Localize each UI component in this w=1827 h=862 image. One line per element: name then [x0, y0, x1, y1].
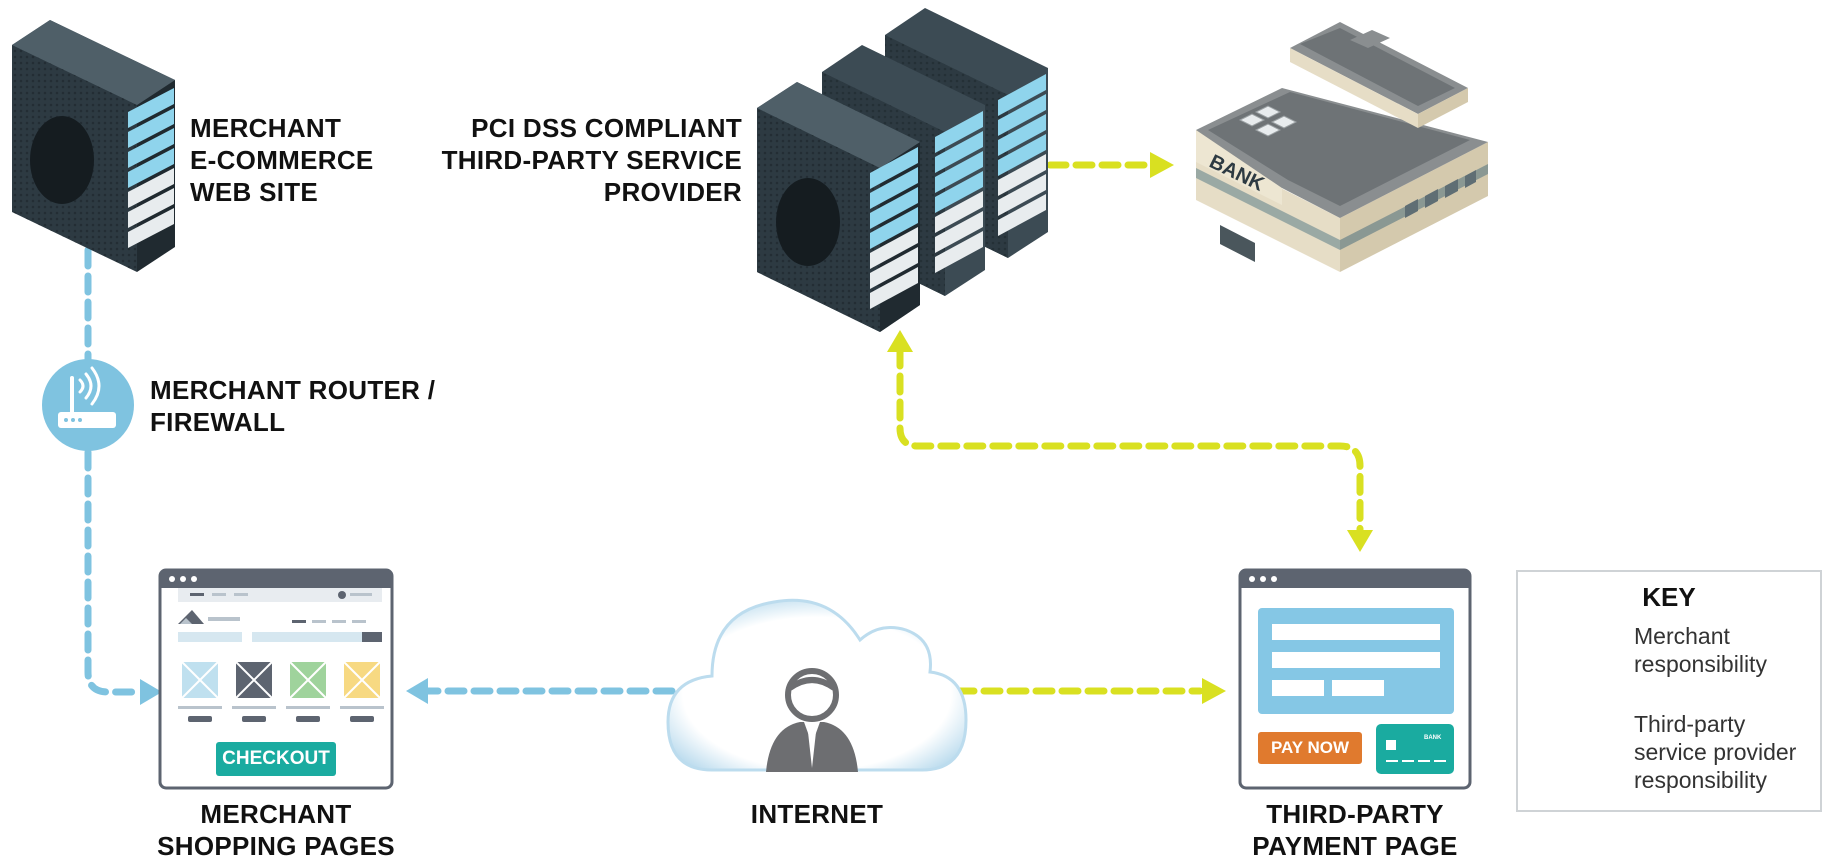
- router-icon: [42, 359, 134, 451]
- pay-now-button-label: PAY NOW: [1270, 738, 1350, 757]
- merchant-site-label-line2: E-COMMERCE: [190, 145, 374, 175]
- router-label: MERCHANT ROUTER / FIREWALL: [150, 374, 435, 438]
- legend-title: KEY: [1642, 582, 1696, 612]
- browser-window-icon: [158, 568, 394, 790]
- arrowhead-internet-to-payment: [1202, 678, 1226, 704]
- arrowhead-to-payment-page: [1347, 530, 1373, 552]
- cloud-icon: [666, 598, 968, 772]
- shopping-pages-label-line1: MERCHANT: [200, 799, 352, 829]
- legend-third-party-line2: service provider: [1634, 739, 1797, 765]
- person-icon: [766, 668, 858, 772]
- server-icon: [12, 20, 175, 272]
- tpsp-label-line2: THIRD-PARTY SERVICE: [441, 145, 742, 175]
- arrowhead-to-tpsp: [887, 330, 913, 352]
- pay-now-button[interactable]: PAY NOW: [1258, 732, 1362, 764]
- server-rack-icon: [757, 8, 1048, 332]
- tpsp-label-line3: PROVIDER: [603, 177, 742, 207]
- legend-third-party-line1: Third-party: [1634, 711, 1746, 737]
- arrowhead-to-shopping: [140, 679, 162, 705]
- payment-page-label-line1: THIRD-PARTY: [1266, 799, 1444, 829]
- legend-merchant-line1: Merchant: [1634, 623, 1730, 649]
- credit-card-icon: BANK: [1376, 724, 1454, 774]
- merchant-site-label-line1: MERCHANT: [190, 113, 342, 143]
- router-label-line2: FIREWALL: [150, 407, 286, 437]
- payment-page-label-line2: PAYMENT PAGE: [1252, 831, 1458, 861]
- router-to-shopping-line: [84, 448, 144, 696]
- merchant-site-label-line3: WEB SITE: [190, 177, 319, 207]
- checkout-button-label: CHECKOUT: [222, 748, 330, 769]
- third-party-flow-arrows: [896, 161, 1364, 695]
- shopping-pages-label: MERCHANT SHOPPING PAGES: [136, 798, 416, 862]
- checkout-button[interactable]: CHECKOUT: [216, 742, 336, 776]
- legend-key: KEY Merchant responsibility Third-party …: [1516, 570, 1822, 812]
- legend-third-party-text: Third-party service provider responsibil…: [1634, 710, 1796, 794]
- router-label-line1: MERCHANT ROUTER /: [150, 375, 436, 405]
- shopping-pages-label-line2: SHOPPING PAGES: [157, 831, 395, 861]
- legend-merchant-line2: responsibility: [1634, 651, 1767, 677]
- internet-label: INTERNET: [717, 798, 917, 830]
- legend-third-party-line3: responsibility: [1634, 767, 1767, 793]
- arrowhead-to-bank: [1150, 152, 1174, 178]
- arrowhead-internet-to-shopping: [406, 678, 428, 704]
- tpsp-label: PCI DSS COMPLIANT THIRD-PARTY SERVICE PR…: [430, 112, 742, 208]
- merchant-flow-arrows: [84, 246, 676, 696]
- tpsp-label-line1: PCI DSS COMPLIANT: [471, 113, 742, 143]
- legend-merchant-text: Merchant responsibility: [1634, 622, 1767, 678]
- payment-page-label: THIRD-PARTY PAYMENT PAGE: [1215, 798, 1495, 862]
- merchant-site-label: MERCHANT E-COMMERCE WEB SITE: [190, 112, 374, 208]
- card-bank-text: BANK: [1424, 735, 1442, 741]
- tpsp-payment-line: [896, 346, 1364, 534]
- bank-building-icon: BANK: [1196, 22, 1488, 272]
- internet-label-text: INTERNET: [750, 799, 884, 829]
